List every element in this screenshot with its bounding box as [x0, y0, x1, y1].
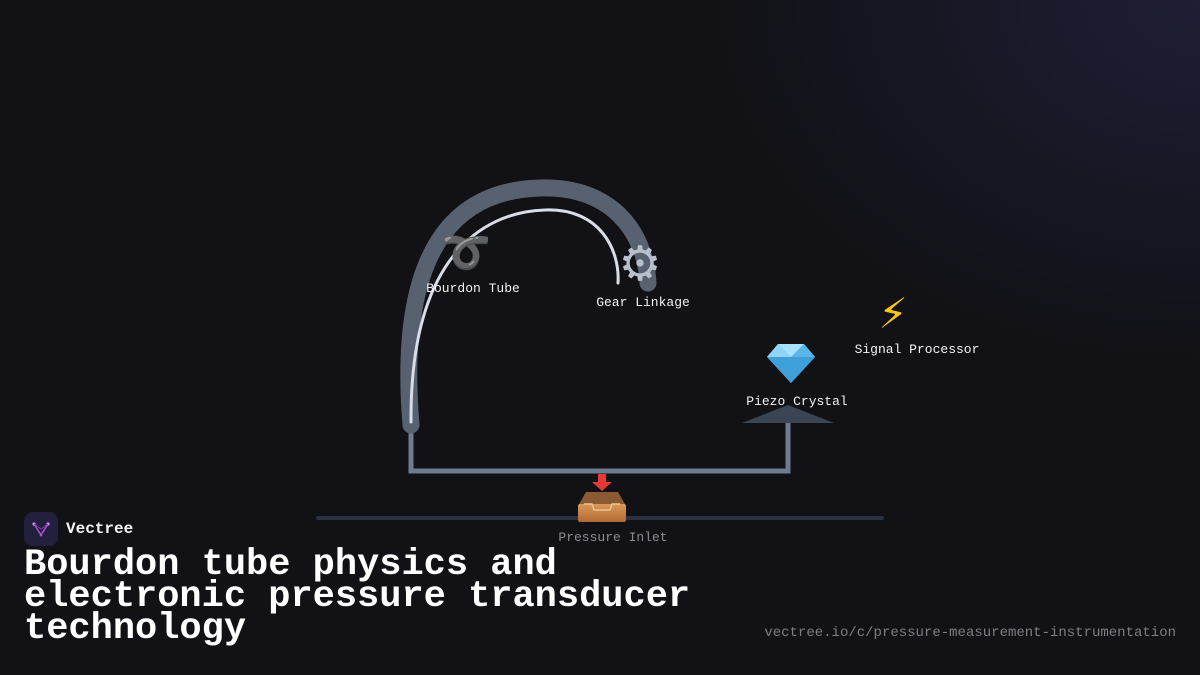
lightning-icon: ⚡	[878, 289, 908, 338]
coiled-tube-icon: ➰	[441, 230, 491, 276]
source-url: vectree.io/c/pressure-measurement-instru…	[764, 625, 1176, 641]
bourdon-tube-inner	[409, 208, 620, 424]
crystal-mount	[742, 405, 834, 423]
piezo-crystal-label: Piezo Crystal	[746, 394, 848, 409]
node-signal-processor: ⚡ Signal Processor	[855, 289, 980, 357]
gem-icon	[767, 344, 815, 383]
brand: Vectree	[24, 512, 133, 546]
pressure-inlet: Pressure Inlet	[558, 474, 668, 545]
gear-icon: ⚙	[618, 236, 661, 292]
node-bourdon-tube: ➰ Bourdon Tube	[426, 230, 520, 296]
signal-processor-label: Signal Processor	[855, 342, 980, 357]
pressure-pipe	[408, 423, 791, 474]
bourdon-tube-label: Bourdon Tube	[426, 281, 520, 296]
node-gear-linkage: ⚙ Gear Linkage	[596, 236, 690, 310]
page-title: Bourdon tube physics and electronic pres…	[24, 544, 691, 650]
inbox-tray-icon	[578, 474, 626, 522]
bourdon-tube-outer	[400, 179, 657, 434]
node-piezo-crystal: Piezo Crystal	[746, 344, 848, 409]
v-logo-icon	[24, 512, 58, 546]
gear-linkage-label: Gear Linkage	[596, 295, 690, 310]
brand-name: Vectree	[66, 520, 134, 538]
pressure-inlet-label: Pressure Inlet	[558, 530, 667, 545]
